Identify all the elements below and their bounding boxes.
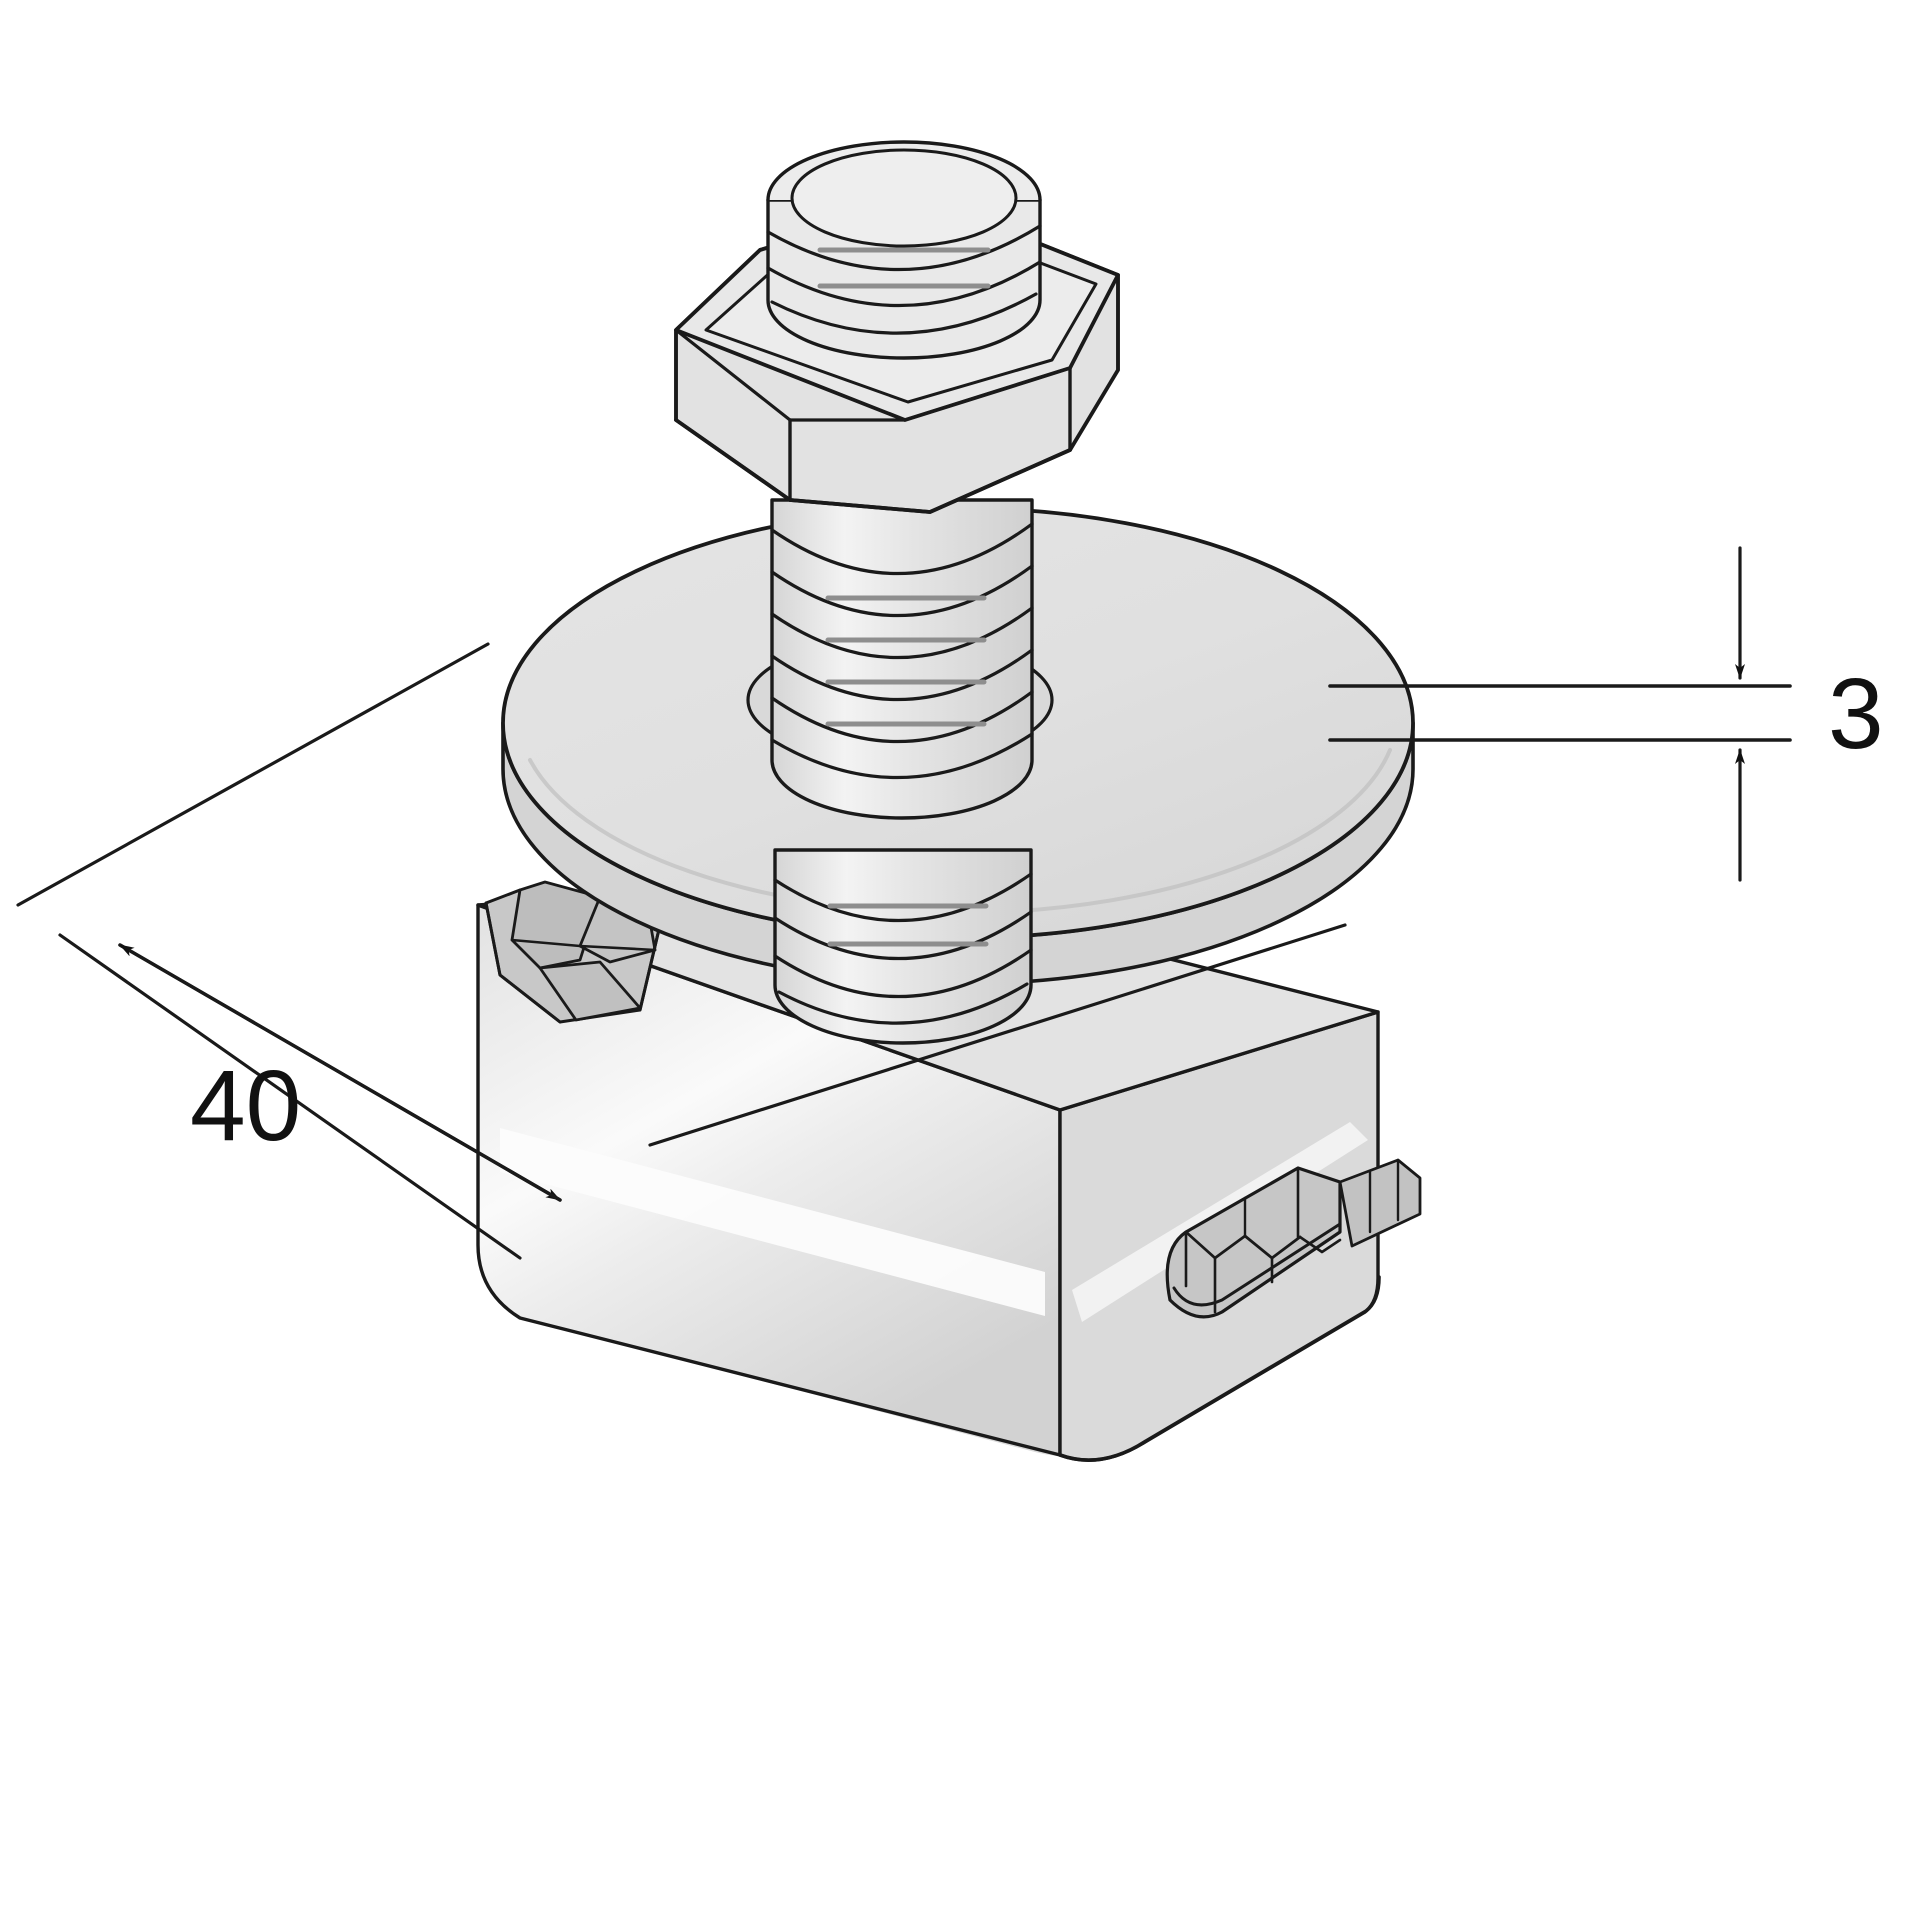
nut-leader-line	[648, 923, 1347, 1147]
nut-serrations-right-far	[1338, 1158, 1422, 1248]
dimension-40	[16, 642, 562, 1260]
channel-nut	[476, 878, 1422, 1462]
dimension-label-3: 3	[1828, 658, 1884, 770]
bolt-thread-top	[766, 140, 1042, 360]
nut-serrations-left	[484, 880, 662, 1024]
bolt-shank-upper	[770, 498, 1034, 820]
nut-serrations-right	[1165, 1166, 1342, 1319]
dimension-3	[1328, 546, 1792, 882]
dimension-label-40: 40	[190, 1050, 301, 1162]
bolt-shank-lower	[773, 848, 1033, 1045]
